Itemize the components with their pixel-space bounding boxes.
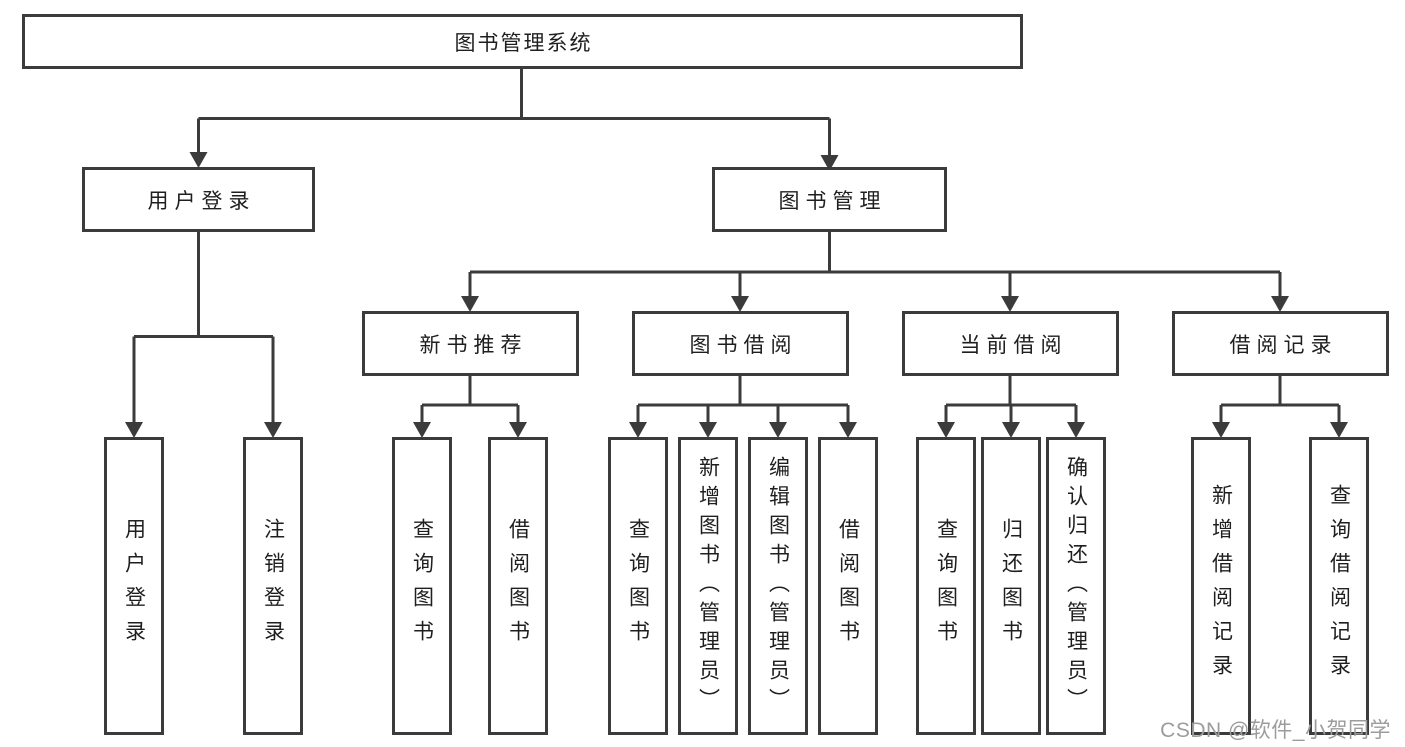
leaf-add-borrow-record: 新增借阅记录 (1191, 437, 1251, 735)
csdn-watermark: CSDN @软件_小贺同学 (1160, 719, 1391, 742)
node-label: 图书管理 (778, 189, 887, 213)
node-book-borrowing: 图书借阅 (632, 311, 849, 376)
node-label: 图书管理系统 (454, 31, 593, 55)
node-new-book-recommend: 新书推荐 (362, 311, 579, 376)
leaf-label: 确认归还（管理员） (1064, 455, 1088, 717)
leaf-label: 查询借阅记录 (1327, 484, 1351, 688)
leaf-edit-book-admin: 编辑图书（管理员） (748, 437, 808, 735)
node-borrowing-records: 借阅记录 (1172, 311, 1389, 376)
node-book-management: 图书管理 (712, 167, 947, 232)
leaf-label: 借阅图书 (506, 518, 530, 654)
leaf-label: 归还图书 (999, 518, 1023, 654)
leaf-return-book: 归还图书 (981, 437, 1041, 735)
leaf-label: 查询图书 (934, 518, 958, 654)
leaf-label: 用户登录 (122, 518, 146, 654)
leaf-label: 查询图书 (410, 518, 434, 654)
leaf-query-books-current: 查询图书 (916, 437, 976, 735)
node-library-management-system: 图书管理系统 (22, 14, 1023, 69)
leaf-label: 借阅图书 (836, 518, 860, 654)
leaf-borrow-books-borrowing: 借阅图书 (818, 437, 878, 735)
leaf-borrow-books-recommend: 借阅图书 (488, 437, 548, 735)
node-label: 新书推荐 (419, 333, 528, 357)
leaf-label: 注销登录 (261, 518, 285, 654)
node-label: 用户登录 (147, 189, 256, 213)
node-user-login: 用户登录 (82, 167, 315, 232)
leaf-query-borrow-record: 查询借阅记录 (1309, 437, 1369, 735)
leaf-label: 新增图书（管理员） (696, 455, 720, 717)
leaf-logout: 注销登录 (243, 437, 303, 735)
leaf-label: 新增借阅记录 (1209, 484, 1233, 688)
node-current-borrowing: 当前借阅 (902, 311, 1119, 376)
leaf-add-book-admin: 新增图书（管理员） (678, 437, 738, 735)
node-label: 借阅记录 (1229, 333, 1338, 357)
leaf-label: 查询图书 (626, 518, 650, 654)
node-label: 图书借阅 (689, 333, 798, 357)
leaf-confirm-return-admin: 确认归还（管理员） (1046, 437, 1106, 735)
leaf-query-books-recommend: 查询图书 (392, 437, 452, 735)
leaf-query-books-borrowing: 查询图书 (608, 437, 668, 735)
leaf-user-login: 用户登录 (104, 437, 164, 735)
leaf-label: 编辑图书（管理员） (766, 455, 790, 717)
node-label: 当前借阅 (959, 333, 1068, 357)
